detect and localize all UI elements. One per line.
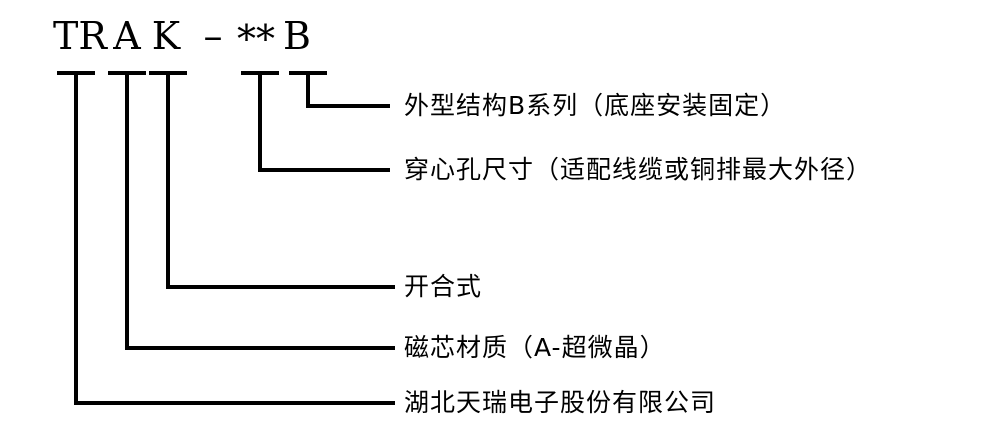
model-segment-dash: –	[203, 14, 223, 58]
model-segment-tr: TR	[53, 14, 107, 58]
branch-label-stars: 穿心孔尺寸（适配线缆或铜排最大外径）	[404, 155, 873, 184]
vertical-line-stars	[258, 71, 262, 172]
branch-label-b: 外型结构B系列（底座安装固定）	[404, 91, 787, 120]
vertical-line-b	[306, 71, 310, 108]
leader-line-b	[306, 104, 390, 108]
model-segment-k: K	[151, 14, 181, 58]
model-segment-a: A	[113, 14, 141, 58]
leader-line-k	[166, 285, 395, 289]
branch-label-tr: 湖北天瑞电子股份有限公司	[404, 388, 717, 417]
vertical-line-tr	[74, 71, 78, 405]
model-segment-b: B	[283, 14, 311, 58]
leader-line-a	[125, 346, 395, 350]
leader-line-stars	[258, 168, 390, 172]
model-segment-stars: **	[237, 17, 275, 61]
branch-label-a: 磁芯材质（A-超微晶）	[404, 333, 666, 362]
leader-line-tr	[74, 401, 395, 405]
branch-label-k: 开合式	[404, 272, 483, 301]
vertical-line-k	[166, 71, 170, 289]
vertical-line-a	[125, 71, 129, 350]
